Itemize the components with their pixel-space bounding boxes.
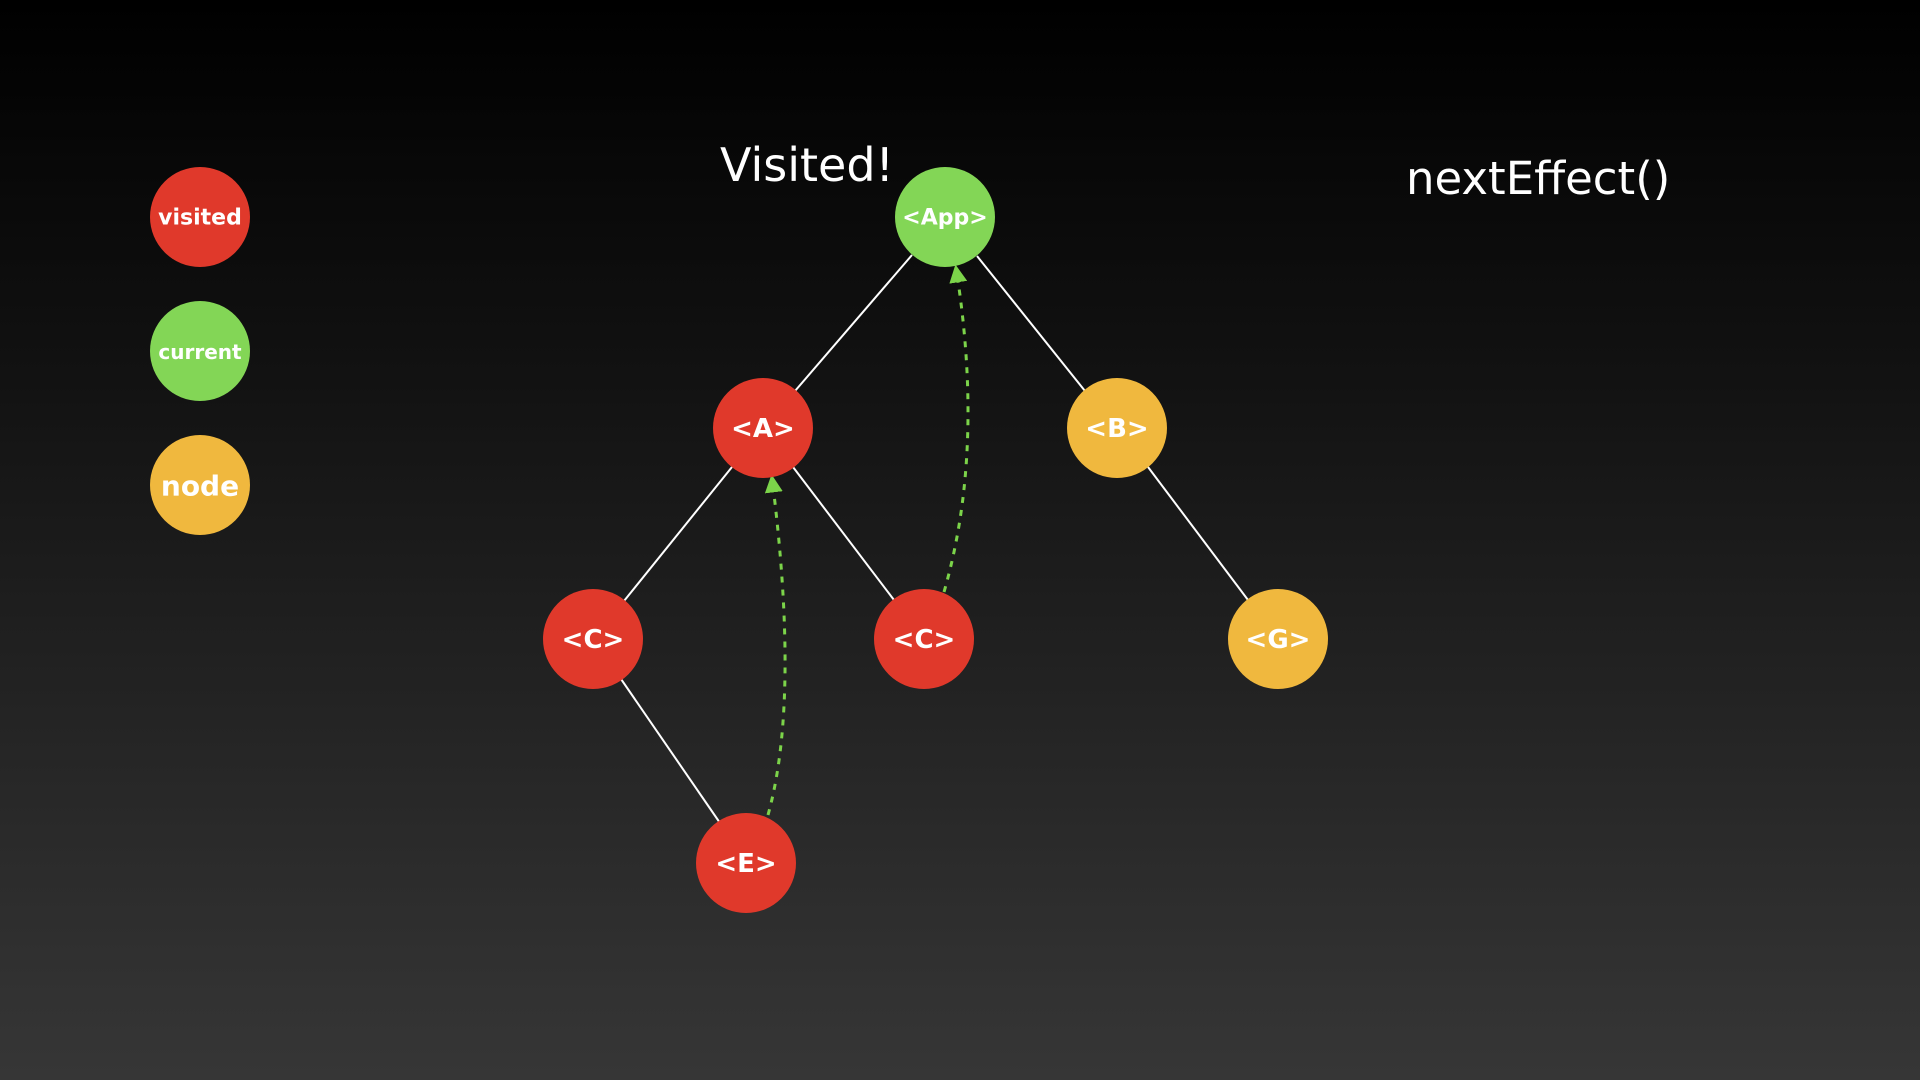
node-b: <B>: [1067, 378, 1167, 478]
legend-item-visited: visited: [150, 167, 250, 267]
node-c2: <C>: [874, 589, 974, 689]
legend-swatch-current: [150, 301, 250, 401]
node-c1-circle: [543, 589, 643, 689]
node-c1: <C>: [543, 589, 643, 689]
legend-swatch-visited: [150, 167, 250, 267]
node-e-label: <E>: [715, 849, 776, 879]
function-name-label: nextEffect(): [1406, 152, 1671, 205]
tree-edges: [620, 254, 1249, 824]
legend-label-current: current: [158, 340, 242, 364]
node-app: <App>: [895, 167, 995, 267]
node-b-label: <B>: [1085, 414, 1148, 444]
node-b-circle: [1067, 378, 1167, 478]
node-a-label: <A>: [731, 414, 795, 444]
node-a-circle: [713, 378, 813, 478]
legend: visited current node: [150, 167, 250, 535]
node-g: <G>: [1228, 589, 1328, 689]
return-pointer-e-to-a: [764, 474, 787, 816]
edge-c1-to-e: [620, 678, 721, 824]
edge-a-to-c1: [623, 466, 733, 602]
tree-nodes: <App> <A> <B> <C> <C> <G>: [543, 167, 1328, 913]
edge-b-to-g: [1147, 466, 1249, 601]
legend-item-current: current: [150, 301, 250, 401]
legend-item-node: node: [150, 435, 250, 535]
legend-label-node: node: [161, 470, 239, 503]
node-c2-circle: [874, 589, 974, 689]
edge-app-to-a: [794, 254, 913, 392]
edge-a-to-c2: [792, 466, 895, 601]
legend-swatch-node: [150, 435, 250, 535]
visited-status-label: Visited!: [720, 138, 894, 192]
node-e: <E>: [696, 813, 796, 913]
edge-app-to-b: [976, 255, 1086, 392]
return-pointers: [764, 264, 970, 816]
node-c2-label: <C>: [893, 625, 956, 655]
node-g-label: <G>: [1246, 625, 1311, 655]
node-a: <A>: [713, 378, 813, 478]
node-c1-label: <C>: [562, 625, 625, 655]
node-app-circle: [895, 167, 995, 267]
node-e-circle: [696, 813, 796, 913]
legend-label-visited: visited: [158, 206, 242, 231]
node-app-label: <App>: [902, 206, 987, 231]
node-g-circle: [1228, 589, 1328, 689]
return-pointer-c2-to-app: [942, 264, 970, 593]
